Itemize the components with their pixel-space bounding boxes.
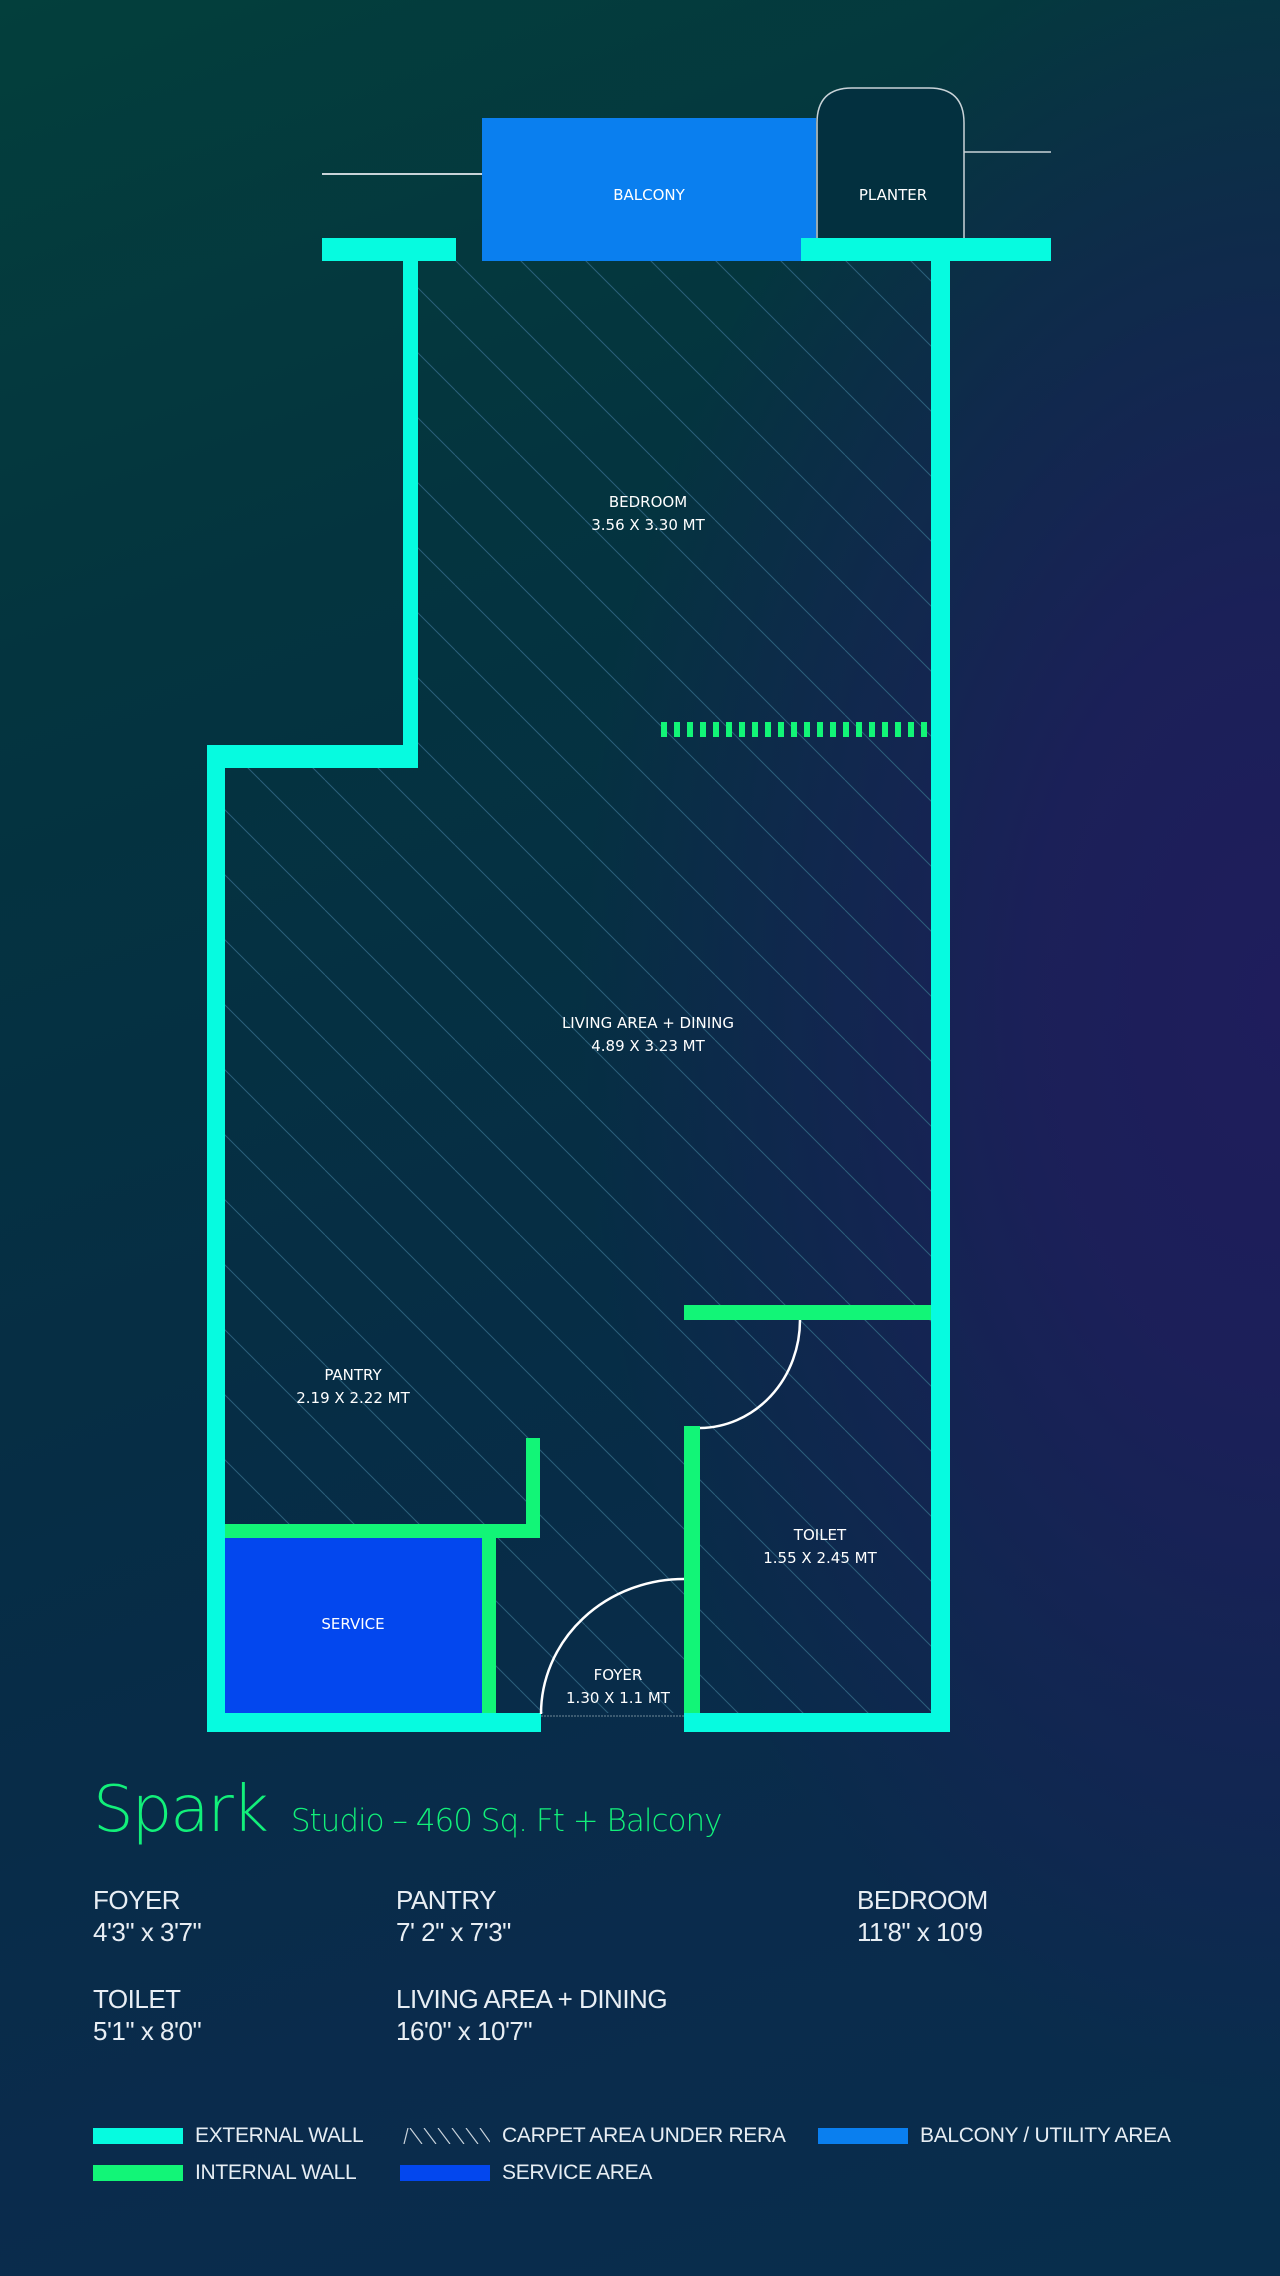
external-wall-swatch (93, 2128, 183, 2144)
service-swatch (400, 2165, 490, 2181)
unit-subtitle: Studio – 460 Sq. Ft + Balcony (290, 1803, 723, 1839)
pantry-label: PANTRY (324, 1366, 382, 1384)
legend-internal-wall: INTERNAL WALL (93, 2161, 357, 2185)
balcony-label: BALCONY (613, 186, 685, 204)
balcony-area (482, 118, 816, 261)
service-right-wall (482, 1538, 496, 1713)
spec-name: LIVING AREA + DINING (396, 1984, 668, 2014)
top-left-wall-cap (322, 238, 456, 261)
external-walls (207, 238, 1051, 1732)
left-wall (207, 745, 225, 1732)
toilet-size: 1.55 X 2.45 MT (763, 1549, 877, 1567)
legend-label: EXTERNAL WALL (195, 2124, 364, 2147)
foyer-size: 1.30 X 1.1 MT (566, 1689, 671, 1707)
foyer-label: FOYER (594, 1666, 643, 1684)
living-label: LIVING AREA + DINING (562, 1014, 734, 1032)
top-right-wall-cap (801, 238, 1051, 261)
planter-area (816, 87, 965, 238)
spec-dimension: 16'0" x 10'7" (396, 2016, 533, 2046)
bottom-right-wall (684, 1713, 950, 1732)
floor-plan: BALCONY PLANTER SERVICE (207, 87, 1051, 1732)
planter-label: PLANTER (859, 186, 927, 204)
carpet-area-hatch (225, 261, 931, 1713)
bedroom-label: BEDROOM (609, 493, 687, 511)
bedroom-size: 3.56 X 3.30 MT (591, 516, 705, 534)
bedroom-partition-dashed (661, 722, 927, 737)
spec-dimension: 7' 2" x 7'3" (396, 1917, 511, 1947)
entrance-door-swing-icon (539, 1577, 685, 1715)
spec-foyer: FOYER 4'3" x 3'7" (93, 1884, 202, 1948)
spec-name: TOILET (93, 1984, 181, 2014)
hatch-swatch-icon (403, 2128, 490, 2144)
unit-title: Spark Studio – 460 Sq. Ft + Balcony (93, 1773, 723, 1847)
internal-walls (225, 1305, 931, 1713)
spec-name: BEDROOM (857, 1885, 988, 1915)
bottom-left-wall (207, 1713, 541, 1732)
toilet-top-wall (684, 1305, 931, 1320)
legend-label: CARPET AREA UNDER RERA (502, 2124, 786, 2147)
legend-service-area: SERVICE AREA (400, 2161, 652, 2185)
spec-dimension: 4'3" x 3'7" (93, 1917, 202, 1947)
toilet-label: TOILET (793, 1526, 847, 1544)
right-wall (931, 261, 950, 1732)
spec-name: FOYER (93, 1885, 181, 1915)
spec-pantry: PANTRY 7' 2" x 7'3" (396, 1884, 511, 1948)
spec-dimension: 11'8" x 10'9 (857, 1917, 983, 1947)
legend-carpet-area: CARPET AREA UNDER RERA (400, 2124, 786, 2148)
legend-balcony: BALCONY / UTILITY AREA (818, 2124, 1171, 2148)
balcony-swatch (818, 2128, 908, 2144)
legend-label: BALCONY / UTILITY AREA (920, 2124, 1171, 2147)
toilet-left-wall (684, 1426, 700, 1713)
bedroom-left-wall (403, 261, 418, 768)
legend-label: SERVICE AREA (502, 2161, 653, 2184)
service-area (225, 1538, 482, 1713)
spec-toilet: TOILET 5'1" x 8'0" (93, 1983, 202, 2047)
living-size: 4.89 X 3.23 MT (591, 1037, 705, 1055)
toilet-door-swing-icon (699, 1319, 802, 1430)
legend-label: INTERNAL WALL (195, 2161, 357, 2184)
spec-bedroom: BEDROOM 11'8" x 10'9 (857, 1884, 988, 1948)
pantry-size: 2.19 X 2.22 MT (296, 1389, 410, 1407)
pantry-service-wall (225, 1524, 540, 1538)
service-label: SERVICE (321, 1615, 384, 1633)
spec-dimension: 5'1" x 8'0" (93, 2016, 202, 2046)
project-name: Spark (93, 1773, 269, 1847)
step-wall (207, 745, 418, 768)
internal-wall-swatch (93, 2165, 183, 2181)
spec-living: LIVING AREA + DINING 16'0" x 10'7" (396, 1983, 668, 2047)
legend-external-wall: EXTERNAL WALL (93, 2124, 364, 2148)
pantry-stub-wall (526, 1438, 540, 1538)
spec-name: PANTRY (396, 1885, 497, 1915)
